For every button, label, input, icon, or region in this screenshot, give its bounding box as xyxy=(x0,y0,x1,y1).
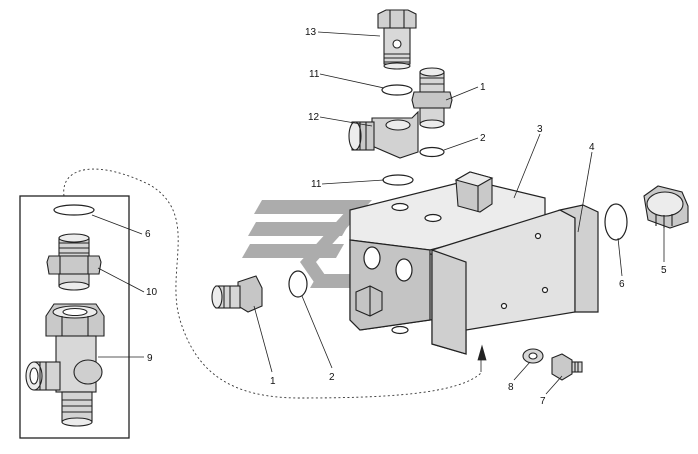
dashed-assembly-path xyxy=(63,168,483,399)
o-ring-6-inset xyxy=(53,204,95,216)
banjo-fitting-12 xyxy=(348,110,419,159)
adapter-10 xyxy=(46,233,102,291)
callout-6-inset: 6 xyxy=(145,229,151,240)
washer-8 xyxy=(522,348,544,364)
callout-2-top: 2 xyxy=(480,133,486,144)
fitting-1-top xyxy=(411,67,453,129)
callout-2-middle: 2 xyxy=(329,372,335,383)
callout-10: 10 xyxy=(146,287,158,298)
callout-6-right: 6 xyxy=(619,279,625,290)
leader-lines xyxy=(91,31,665,395)
assembly-arrow xyxy=(477,344,487,372)
fitting-1-left xyxy=(211,275,263,313)
bolt-7 xyxy=(551,353,583,381)
callout-7: 7 xyxy=(540,396,546,407)
callout-labels: 13 11 1 12 2 3 11 4 6 10 9 1 2 6 5 8 7 xyxy=(145,27,667,407)
plug-5 xyxy=(643,185,689,229)
callout-12: 12 xyxy=(308,112,320,123)
callout-11-middle: 11 xyxy=(311,179,322,190)
o-ring-6-right xyxy=(604,203,628,241)
bracket-4 xyxy=(431,204,599,355)
callout-3: 3 xyxy=(537,124,543,135)
o-ring-2-middle xyxy=(288,270,308,298)
callout-11-top: 11 xyxy=(309,69,320,80)
inset-frame xyxy=(19,195,130,439)
callout-1-left: 1 xyxy=(270,376,276,387)
callout-8: 8 xyxy=(508,382,514,393)
manifold-side-plug xyxy=(355,285,383,317)
callout-5: 5 xyxy=(661,265,667,276)
callout-9: 9 xyxy=(147,353,153,364)
callout-13: 13 xyxy=(305,27,317,38)
banjo-bolt-13 xyxy=(377,9,417,70)
o-ring-2-top xyxy=(419,146,445,158)
o-ring-11-middle xyxy=(382,174,414,186)
callout-1-top: 1 xyxy=(480,82,486,93)
tee-fitting-9 xyxy=(25,303,105,427)
callout-4: 4 xyxy=(589,142,595,153)
manifold-top-plug xyxy=(454,171,494,213)
o-ring-11-top xyxy=(381,84,413,96)
